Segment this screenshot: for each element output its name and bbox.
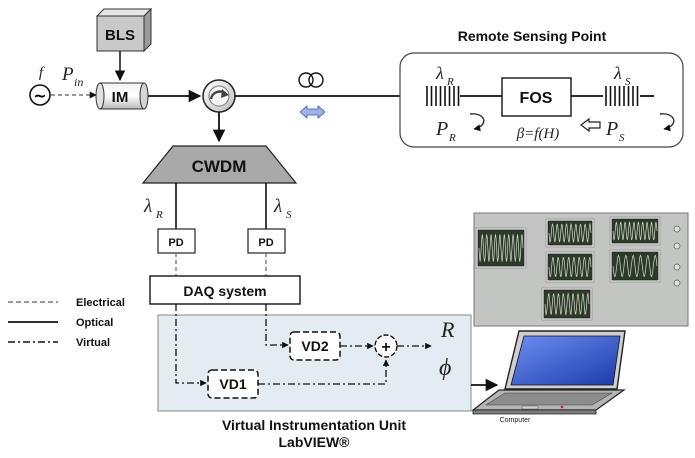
fos-label: FOS <box>520 90 553 107</box>
viu-title-line1: Virtual Instrumentation Unit <box>222 417 406 433</box>
panel-knob-icon <box>673 225 681 233</box>
output-phi: ϕ <box>439 355 451 381</box>
sum-label: + <box>381 339 390 356</box>
legend: Electrical Optical Virtual <box>8 297 125 349</box>
computer-label: Computer <box>500 417 531 424</box>
fiber-coil-icon <box>298 72 324 88</box>
daq-label: DAQ system <box>183 283 266 299</box>
ps-symbol: P <box>605 118 618 140</box>
cwdm-lambda-r: λ <box>143 196 152 217</box>
fbg-s-grating <box>605 86 639 106</box>
pd-right-block <box>247 228 286 254</box>
cwdm-block <box>141 145 298 184</box>
oscilloscope-displays <box>475 216 661 321</box>
scope-trace <box>612 254 658 278</box>
power-led-icon <box>560 405 564 409</box>
virtual-path-vd1 <box>175 304 207 387</box>
sine-source-icon <box>29 84 51 106</box>
laptop-computer: Computer <box>471 330 626 424</box>
scope-trace <box>478 234 524 262</box>
virtual-path-vd2 <box>265 304 289 349</box>
fbg-r-grating <box>426 86 460 106</box>
beta-equation: β=f(H) <box>516 126 560 142</box>
circulator <box>202 79 236 113</box>
im-label: IM <box>112 89 129 106</box>
panel-knob-icon <box>673 242 681 250</box>
viu-panel <box>157 314 472 412</box>
input-power-label: P <box>61 64 74 85</box>
scope-trace <box>612 221 658 241</box>
input-power-sub: in <box>74 75 83 89</box>
scope-trace <box>544 292 590 316</box>
sine-symbol: ~ <box>33 86 46 105</box>
cwdm-lambda-s: λ <box>273 196 282 217</box>
panel-knob-icon <box>673 263 681 271</box>
cwdm-lambda-r-sub: R <box>155 209 163 221</box>
legend-optical-label: Optical <box>76 317 113 329</box>
scope-trace <box>548 257 592 277</box>
im-modulator: IM <box>95 82 149 110</box>
scope-trace <box>548 222 592 244</box>
legend-electrical-label: Electrical <box>76 297 125 309</box>
reflection-arrow-s-icon <box>659 113 675 132</box>
fos-block <box>501 77 572 117</box>
cwdm-lambda-s-sub: S <box>286 209 292 221</box>
remote-sensing-title: Remote Sensing Point <box>458 28 607 44</box>
panel-knob-icon <box>673 279 681 287</box>
daq-block <box>149 275 301 305</box>
hollow-arrow-icon <box>580 117 601 133</box>
source-frequency: f <box>39 65 45 81</box>
viu-title-line2: LabVIEW® <box>279 434 351 450</box>
lambda-r-sub: R <box>446 76 454 88</box>
lambda-r-symbol: λ <box>435 63 444 83</box>
lambda-s-sub: S <box>625 76 631 88</box>
pd-left-block <box>157 228 196 254</box>
signal-source: ~ f P in <box>29 64 83 106</box>
output-r: R <box>440 317 455 342</box>
vd2-label: VD2 <box>301 338 328 354</box>
ps-sub: S <box>619 132 625 144</box>
reflection-arrow-r-icon <box>469 113 485 132</box>
pd-right-label: PD <box>258 237 273 249</box>
bls-label: BLS <box>105 27 135 44</box>
bidirectional-arrow-icon <box>299 105 326 119</box>
cwdm-label: CWDM <box>192 157 247 176</box>
labview-front-panel <box>473 212 689 327</box>
legend-virtual-label: Virtual <box>76 337 110 349</box>
vd1-label: VD1 <box>219 376 246 392</box>
pr-sub: R <box>448 132 456 144</box>
pr-symbol: P <box>435 118 448 140</box>
bls-block: BLS <box>95 7 153 53</box>
lambda-s-symbol: λ <box>613 63 622 83</box>
pd-left-label: PD <box>168 237 183 249</box>
